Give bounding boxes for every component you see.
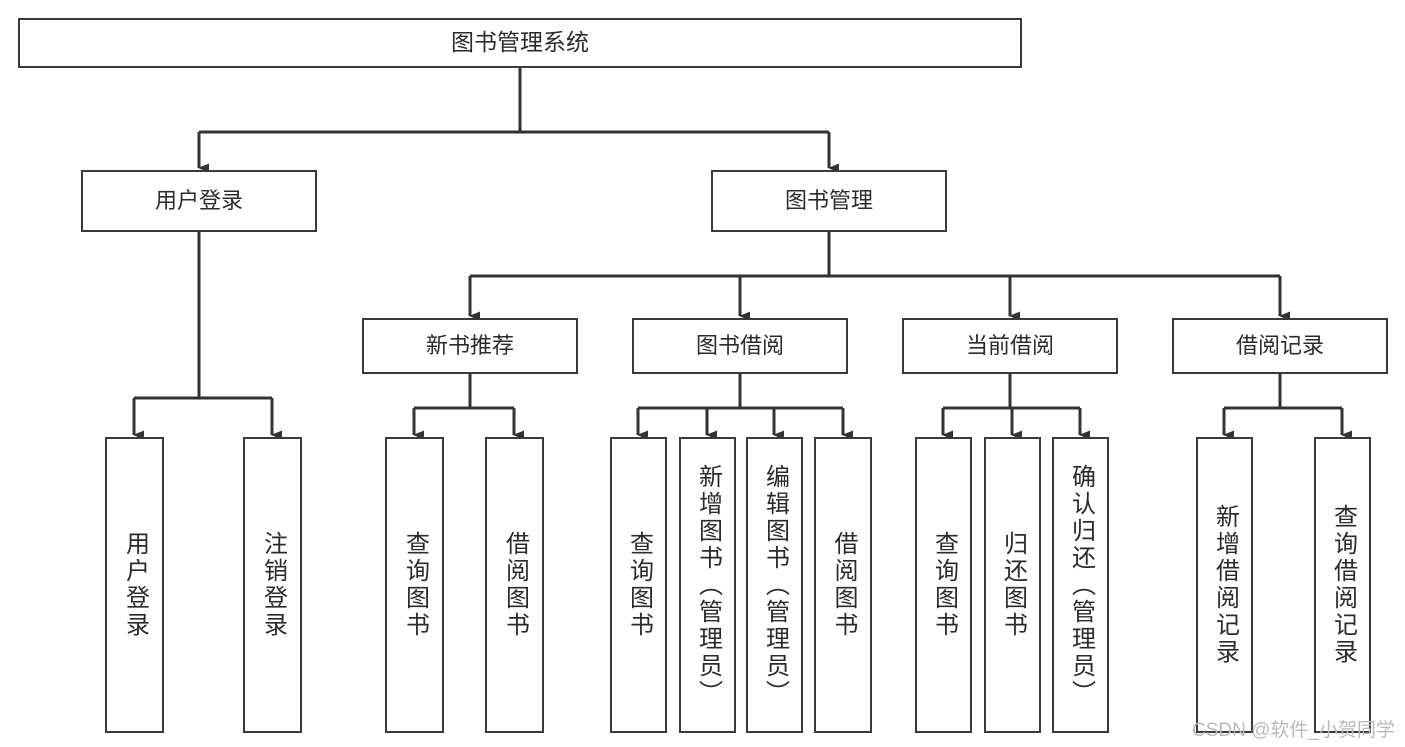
leaf-node-leaf-edit-book[interactable]: 编辑图书（管理员） (746, 437, 803, 733)
node-root[interactable]: 图书管理系统 (18, 18, 1022, 68)
leaf-node-leaf-query-book-rec[interactable]: 查询图书 (385, 437, 444, 733)
leaf-node-leaf-borrow-book[interactable]: 借阅图书 (814, 437, 872, 733)
node-label-root: 图书管理系统 (451, 29, 589, 56)
node-label-leaf-query-book-cur: 查询图书 (930, 531, 958, 639)
node-label-new-book-recommend: 新书推荐 (425, 333, 514, 359)
node-label-leaf-add-book: 新增图书（管理员） (694, 463, 722, 707)
node-current-borrow[interactable]: 当前借阅 (902, 318, 1118, 374)
node-label-leaf-edit-book: 编辑图书（管理员） (761, 463, 789, 707)
leaf-node-leaf-borrow-book-rec[interactable]: 借阅图书 (485, 437, 544, 733)
leaf-node-leaf-user-login[interactable]: 用户登录 (105, 437, 164, 733)
node-label-leaf-user-login: 用户登录 (121, 531, 149, 639)
node-label-current-borrow: 当前借阅 (965, 333, 1054, 359)
node-borrow-record[interactable]: 借阅记录 (1172, 318, 1388, 374)
node-label-leaf-add-record: 新增借阅记录 (1211, 504, 1239, 666)
leaf-node-leaf-logout[interactable]: 注销登录 (243, 437, 302, 733)
leaf-node-leaf-query-book-borrow[interactable]: 查询图书 (610, 437, 667, 733)
leaf-node-leaf-add-record[interactable]: 新增借阅记录 (1196, 437, 1253, 733)
node-new-book-recommend[interactable]: 新书推荐 (362, 318, 578, 374)
node-label-leaf-logout: 注销登录 (259, 531, 287, 639)
node-book-borrow[interactable]: 图书借阅 (632, 318, 848, 374)
node-label-book-manage: 图书管理 (784, 188, 873, 214)
node-label-leaf-confirm-return: 确认归还（管理员） (1067, 463, 1095, 707)
node-label-leaf-borrow-book-rec: 借阅图书 (501, 531, 529, 639)
node-book-manage[interactable]: 图书管理 (711, 170, 947, 232)
leaf-node-leaf-add-book[interactable]: 新增图书（管理员） (679, 437, 736, 733)
node-label-leaf-borrow-book: 借阅图书 (830, 531, 857, 639)
node-label-user-login: 用户登录 (154, 188, 243, 214)
node-label-leaf-return-book: 归还图书 (999, 531, 1027, 639)
leaf-node-leaf-return-book[interactable]: 归还图书 (984, 437, 1041, 733)
node-label-leaf-query-book-rec: 查询图书 (401, 531, 429, 639)
csdn-watermark: CSDN @软件_小贺同学 (1192, 720, 1395, 741)
connector-group (132, 68, 1352, 440)
node-user-login[interactable]: 用户登录 (81, 170, 317, 232)
leaf-node-leaf-confirm-return[interactable]: 确认归还（管理员） (1052, 437, 1109, 733)
node-label-book-borrow: 图书借阅 (695, 333, 784, 359)
leaf-node-leaf-query-book-cur[interactable]: 查询图书 (915, 437, 972, 733)
node-label-borrow-record: 借阅记录 (1235, 333, 1324, 359)
node-label-leaf-query-record: 查询借阅记录 (1329, 504, 1357, 666)
leaf-node-leaf-query-record[interactable]: 查询借阅记录 (1314, 437, 1371, 733)
node-label-leaf-query-book-borrow: 查询图书 (625, 531, 653, 639)
